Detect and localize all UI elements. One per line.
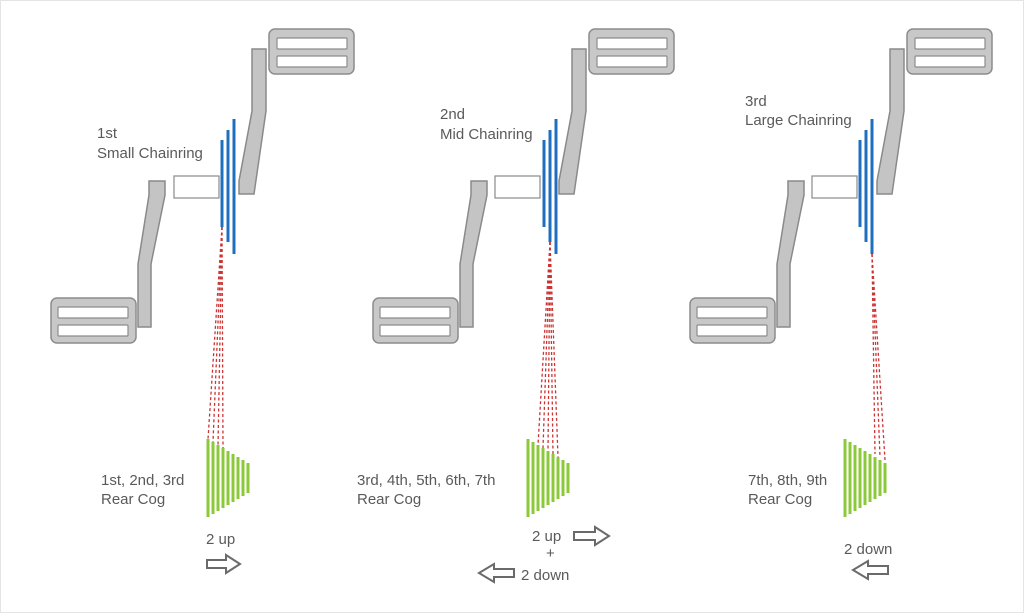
shift-plus-label: + <box>546 545 555 562</box>
right-pedal <box>268 28 355 75</box>
right-crank-arm <box>238 48 267 195</box>
chainring-label-line1: 2nd <box>440 106 465 123</box>
panel-large-chainring: 3rd Large Chainring 7th, 8th, 9th Rear C… <box>689 28 993 581</box>
left-pedal <box>50 297 137 344</box>
right-crank-arm <box>876 48 905 195</box>
chainring-label-line2: Large Chainring <box>745 112 852 129</box>
right-pedal <box>906 28 993 75</box>
chainring-label-line2: Mid Chainring <box>440 126 533 143</box>
bottom-bracket <box>811 175 858 199</box>
chainring-label-line1: 3rd <box>745 93 767 110</box>
right-arrow-icon <box>206 553 242 575</box>
left-arrow-icon <box>477 562 515 584</box>
bottom-bracket <box>494 175 541 199</box>
rear-cassette <box>526 439 570 517</box>
chainrings <box>542 119 558 254</box>
chainring-label-line1: 1st <box>97 125 118 142</box>
right-pedal <box>588 28 675 75</box>
left-crank-arm <box>137 180 166 328</box>
cog-label-line2: Rear Cog <box>357 491 421 508</box>
rear-cassette <box>206 439 250 517</box>
chain-lines <box>207 226 224 449</box>
left-pedal <box>372 297 459 344</box>
shift-up-label: 2 up <box>206 531 235 548</box>
right-arrow-icon <box>573 525 611 547</box>
right-crank-arm <box>558 48 587 195</box>
rear-cassette <box>843 439 887 517</box>
left-crank-arm <box>459 180 488 328</box>
panel-small-chainring: 1st Small Chainring 1st, 2nd, 3rd Rear C… <box>50 28 355 575</box>
shift-down-label: 2 down <box>844 541 892 558</box>
cog-label-line2: Rear Cog <box>101 491 165 508</box>
cog-label-line1: 1st, 2nd, 3rd <box>101 472 184 489</box>
chainring-label-line2: Small Chainring <box>97 145 203 162</box>
cog-label-line1: 3rd, 4th, 5th, 6th, 7th <box>357 472 495 489</box>
cog-label-line1: 7th, 8th, 9th <box>748 472 827 489</box>
chainrings <box>858 119 874 254</box>
chain-lines <box>871 253 886 461</box>
left-arrow-icon <box>851 559 889 581</box>
left-pedal <box>689 297 776 344</box>
bottom-bracket <box>173 175 220 199</box>
shift-up-label: 2 up <box>532 528 561 545</box>
left-crank-arm <box>776 180 805 328</box>
shift-down-label: 2 down <box>521 567 569 584</box>
cog-label-line2: Rear Cog <box>748 491 812 508</box>
panel-mid-chainring: 2nd Mid Chainring 3rd, 4th, 5th, 6th, 7t… <box>357 28 675 584</box>
chain-lines <box>537 241 559 458</box>
chainrings <box>220 119 236 254</box>
